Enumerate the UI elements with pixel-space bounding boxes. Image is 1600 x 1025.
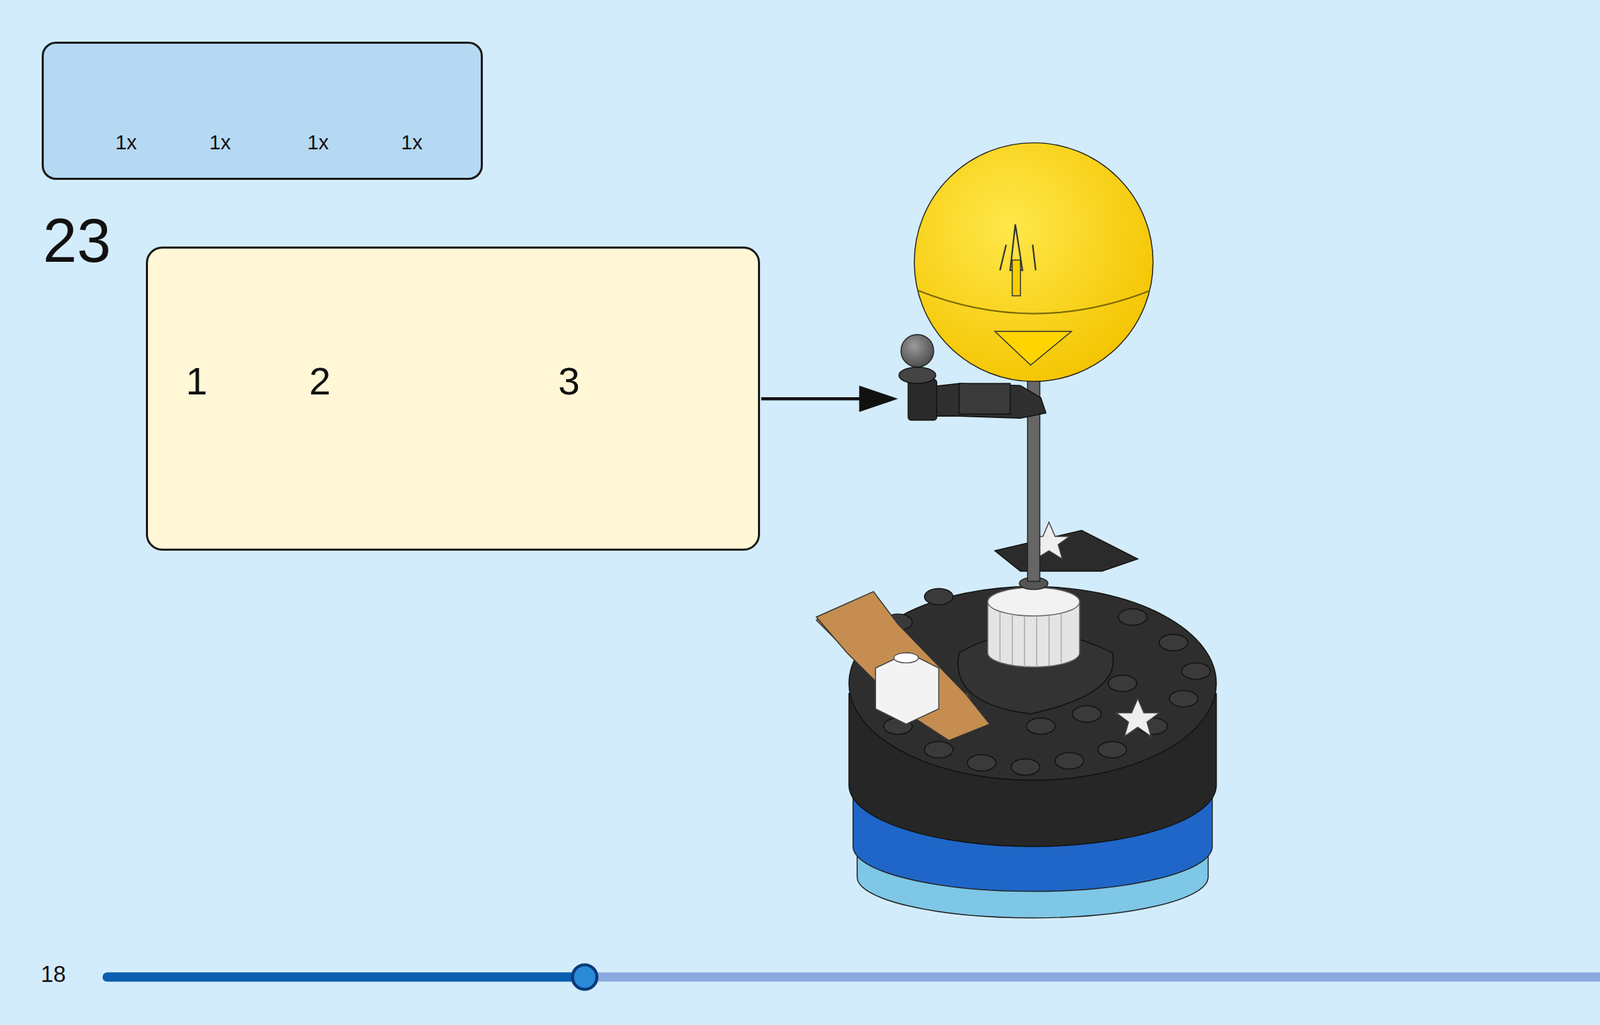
sub-assembly-callout: 1 2 3 [145, 246, 761, 551]
placement-arrowhead [859, 385, 899, 412]
sub-step-number: 1 [185, 361, 208, 401]
quantity-label: 1x [400, 132, 423, 153]
progress-bar [106, 972, 1600, 982]
page-number: 18 [40, 963, 67, 986]
parts-list-box: 1x 1x 1x 1x [41, 41, 483, 180]
solar-model [816, 143, 1217, 919]
progress-done [106, 972, 585, 982]
step-number: 23 [43, 210, 112, 272]
quantity-label: 1x [209, 132, 231, 153]
quantity-label: 1x [307, 132, 329, 153]
quantity-label: 1x [115, 132, 137, 153]
placement-arrow [761, 397, 868, 401]
sub-step-number: 3 [557, 361, 580, 401]
sub-step-number: 2 [309, 361, 331, 401]
progress-marker [572, 965, 597, 990]
